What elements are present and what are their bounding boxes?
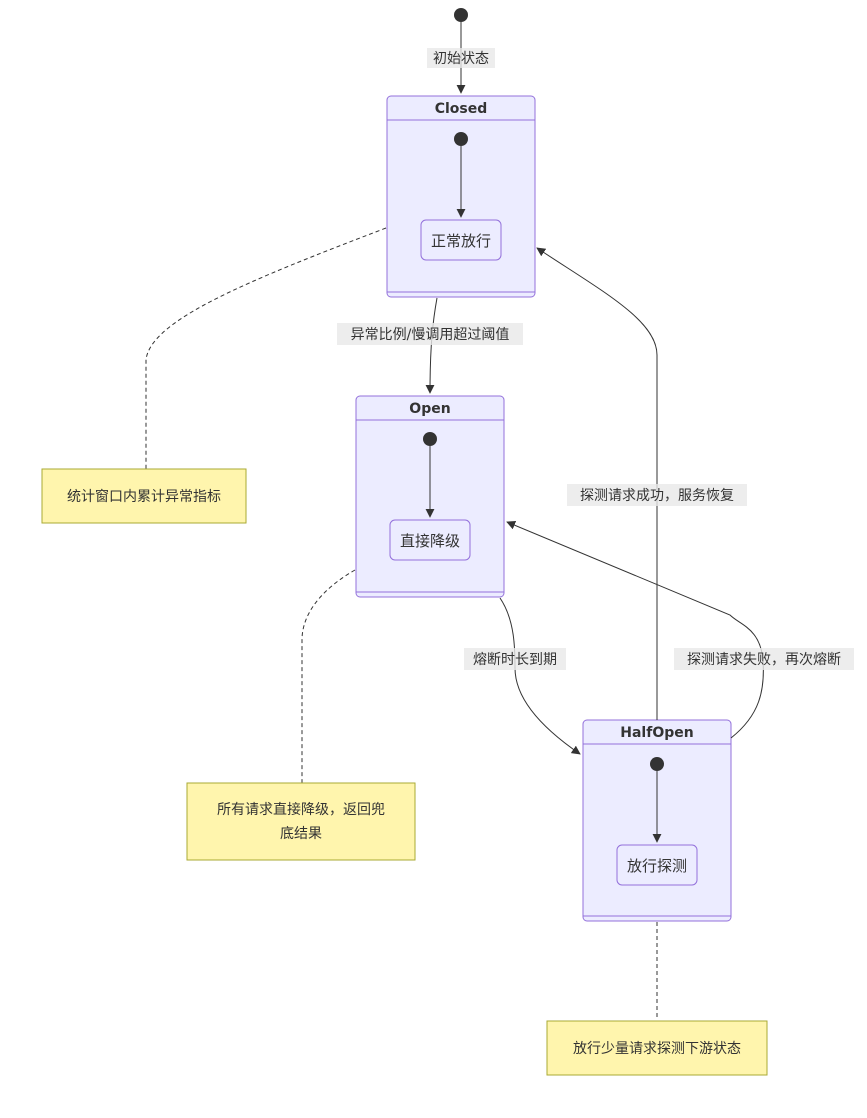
edge-label-open-to-halfopen: 熔断时长到期 — [473, 652, 557, 668]
initial-state-dot — [454, 8, 468, 22]
edge-halfopen-to-closed — [536, 247, 658, 720]
edge-closed-to-open — [425, 297, 438, 394]
edge-open-to-halfopen — [499, 597, 581, 755]
state-halfopen-inner-box — [616, 844, 698, 886]
edge-label-closed-to-open: 异常比例/慢调用超过阈值 — [351, 326, 510, 343]
note-link-closed — [145, 227, 387, 469]
edge-label-bg-halfopen-to-closed — [567, 484, 747, 506]
state-open[interactable]: Open 直接降级 — [355, 395, 505, 598]
state-open-inner-label: 直接降级 — [400, 532, 460, 550]
edge-label-halfopen-to-closed: 探测请求成功，服务恢复 — [580, 487, 734, 504]
edge-label-initial: 初始状态 — [433, 50, 489, 67]
edge-label-bg-initial — [427, 48, 495, 68]
closed-start-dot — [454, 132, 468, 146]
state-closed-inner-label: 正常放行 — [431, 232, 491, 250]
state-open-title: Open — [409, 401, 450, 417]
note-link-open — [301, 569, 356, 783]
note-halfopen-text: 放行少量请求探测下游状态 — [573, 1041, 741, 1057]
note-open-text-line1: 所有请求直接降级，返回兜 — [217, 801, 385, 818]
state-closed-title: Closed — [435, 101, 488, 117]
note-closed-box — [41, 468, 247, 524]
state-open-inner-box — [389, 519, 471, 561]
state-halfopen-title: HalfOpen — [620, 725, 693, 741]
note-closed-text: 统计窗口内累计异常指标 — [67, 488, 221, 505]
edge-label-bg-halfopen-to-open — [674, 648, 854, 670]
note-open-box — [186, 782, 416, 861]
note-open: 所有请求直接降级，返回兜 底结果 — [186, 782, 416, 861]
note-closed: 统计窗口内累计异常指标 — [41, 468, 247, 524]
edge-label-bg-open-to-halfopen — [464, 648, 566, 670]
state-closed[interactable]: Closed 正常放行 — [386, 95, 536, 298]
note-halfopen: 放行少量请求探测下游状态 — [546, 1020, 768, 1076]
state-closed-inner-box — [420, 219, 502, 261]
note-open-text-line2: 底结果 — [280, 826, 322, 842]
note-halfopen-box — [546, 1020, 768, 1076]
state-halfopen[interactable]: HalfOpen 放行探测 — [582, 719, 732, 922]
open-start-dot — [423, 432, 437, 446]
halfopen-start-dot — [650, 757, 664, 771]
edge-label-bg-closed-to-open — [337, 323, 523, 345]
state-halfopen-inner-label: 放行探测 — [627, 857, 687, 875]
edge-halfopen-to-open — [506, 520, 764, 739]
edge-label-halfopen-to-open: 探测请求失败，再次熔断 — [687, 652, 841, 668]
